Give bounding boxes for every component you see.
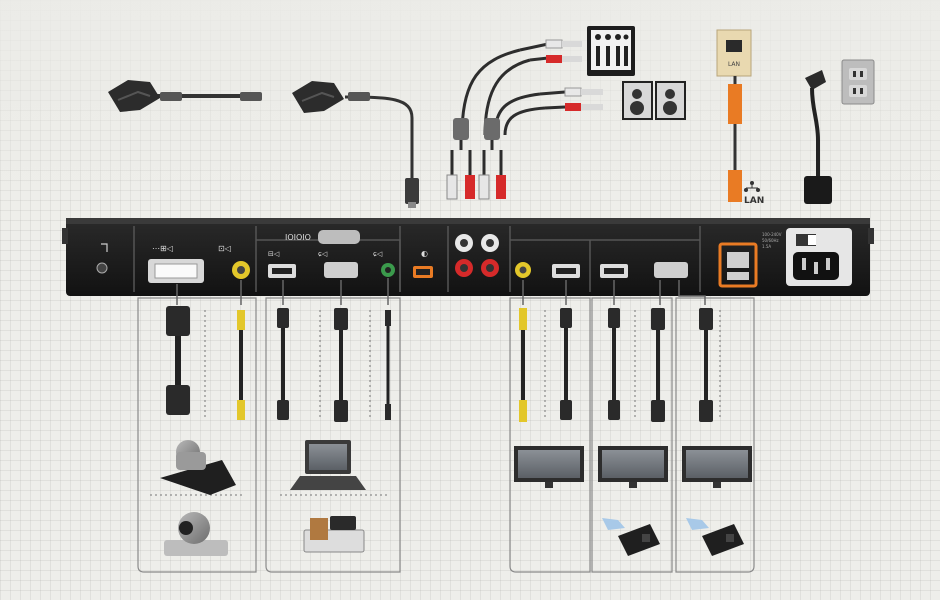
hdmi-out-cable-1 bbox=[560, 308, 572, 420]
vga-cable bbox=[334, 308, 348, 422]
ptz-camera-icon bbox=[160, 440, 236, 495]
hdmi-input-icon: ⊟◁ bbox=[268, 250, 280, 258]
svg-text:⊡◁: ⊡◁ bbox=[218, 244, 231, 253]
svg-text:◐: ◐ bbox=[421, 249, 428, 258]
speakers-icon bbox=[622, 81, 686, 120]
mic-port-icon: ◐ bbox=[421, 249, 428, 258]
ptz-camera-icon bbox=[164, 512, 228, 556]
rca-plugs-right bbox=[478, 118, 506, 200]
vga-port-out bbox=[654, 262, 688, 278]
mic-plug bbox=[405, 178, 419, 204]
composite-out-cable bbox=[519, 308, 527, 422]
serial-port-label: IOIOIO bbox=[285, 233, 311, 242]
svg-text:LAN: LAN bbox=[728, 61, 740, 68]
projector-icon bbox=[686, 518, 744, 556]
line-out-icon bbox=[455, 234, 499, 277]
vga-out-cable-2 bbox=[699, 308, 713, 422]
lan-cable-boot-top bbox=[728, 84, 742, 124]
hdmi-cable bbox=[277, 308, 289, 420]
microphone-chain bbox=[155, 92, 419, 208]
audio-cable bbox=[385, 310, 391, 420]
power-rating-1: 100-240V bbox=[762, 232, 782, 237]
power-rating-3: 1.5A bbox=[762, 244, 771, 249]
power-rating-2: 50/60Hz bbox=[762, 238, 779, 243]
svg-text:⊟◁: ⊟◁ bbox=[268, 250, 280, 258]
rca-plugs-left bbox=[446, 118, 475, 200]
lan-cable-boot-bottom bbox=[728, 170, 742, 202]
svg-text:ɕ◁: ɕ◁ bbox=[318, 250, 328, 258]
rca-cable-mixer bbox=[460, 42, 549, 136]
monitor-icon bbox=[514, 446, 584, 488]
monitor-icon bbox=[598, 446, 668, 488]
microphone-icon bbox=[108, 80, 160, 112]
composite-cable bbox=[237, 310, 245, 420]
projector-icon bbox=[602, 518, 660, 556]
svg-text:LAN: LAN bbox=[744, 196, 764, 206]
vga-port-in bbox=[324, 262, 358, 278]
power-cord bbox=[804, 70, 832, 204]
svg-text:⋯⊞◁: ⋯⊞◁ bbox=[152, 244, 173, 253]
audio-input-icon: ɕ◁ bbox=[373, 250, 383, 258]
lan-jack-icon: LAN bbox=[716, 29, 752, 77]
document-camera-icon bbox=[303, 516, 365, 553]
device-groups bbox=[137, 297, 755, 573]
lan-port-highlight bbox=[718, 242, 758, 288]
power-outlet-icon bbox=[841, 59, 875, 105]
laptop-icon bbox=[290, 440, 366, 490]
vga-input-icon: ɕ◁ bbox=[318, 250, 328, 258]
rear-panel: ⋯⊞◁ ⊡◁ IOIOIO ⊟◁ ɕ◁ ɕ◁ ◐ bbox=[62, 218, 874, 296]
serial-port bbox=[318, 230, 360, 244]
lan-label-icon: LAN bbox=[744, 181, 764, 206]
monitor-icon bbox=[682, 446, 752, 488]
svg-text:ɕ◁: ɕ◁ bbox=[373, 250, 383, 258]
audio-mixer-icon bbox=[587, 26, 635, 76]
dvi-cable bbox=[166, 306, 190, 415]
rca-cable-speakers bbox=[493, 90, 566, 136]
composite-input-icon: ⊡◁ bbox=[218, 244, 231, 253]
hdmi-out-cable-2 bbox=[608, 308, 620, 420]
camera-input-icon: ⋯⊞◁ bbox=[152, 244, 173, 253]
vga-out-cable-1 bbox=[651, 308, 665, 422]
microphone-icon bbox=[292, 81, 344, 113]
ground-terminal-icon bbox=[96, 243, 108, 274]
